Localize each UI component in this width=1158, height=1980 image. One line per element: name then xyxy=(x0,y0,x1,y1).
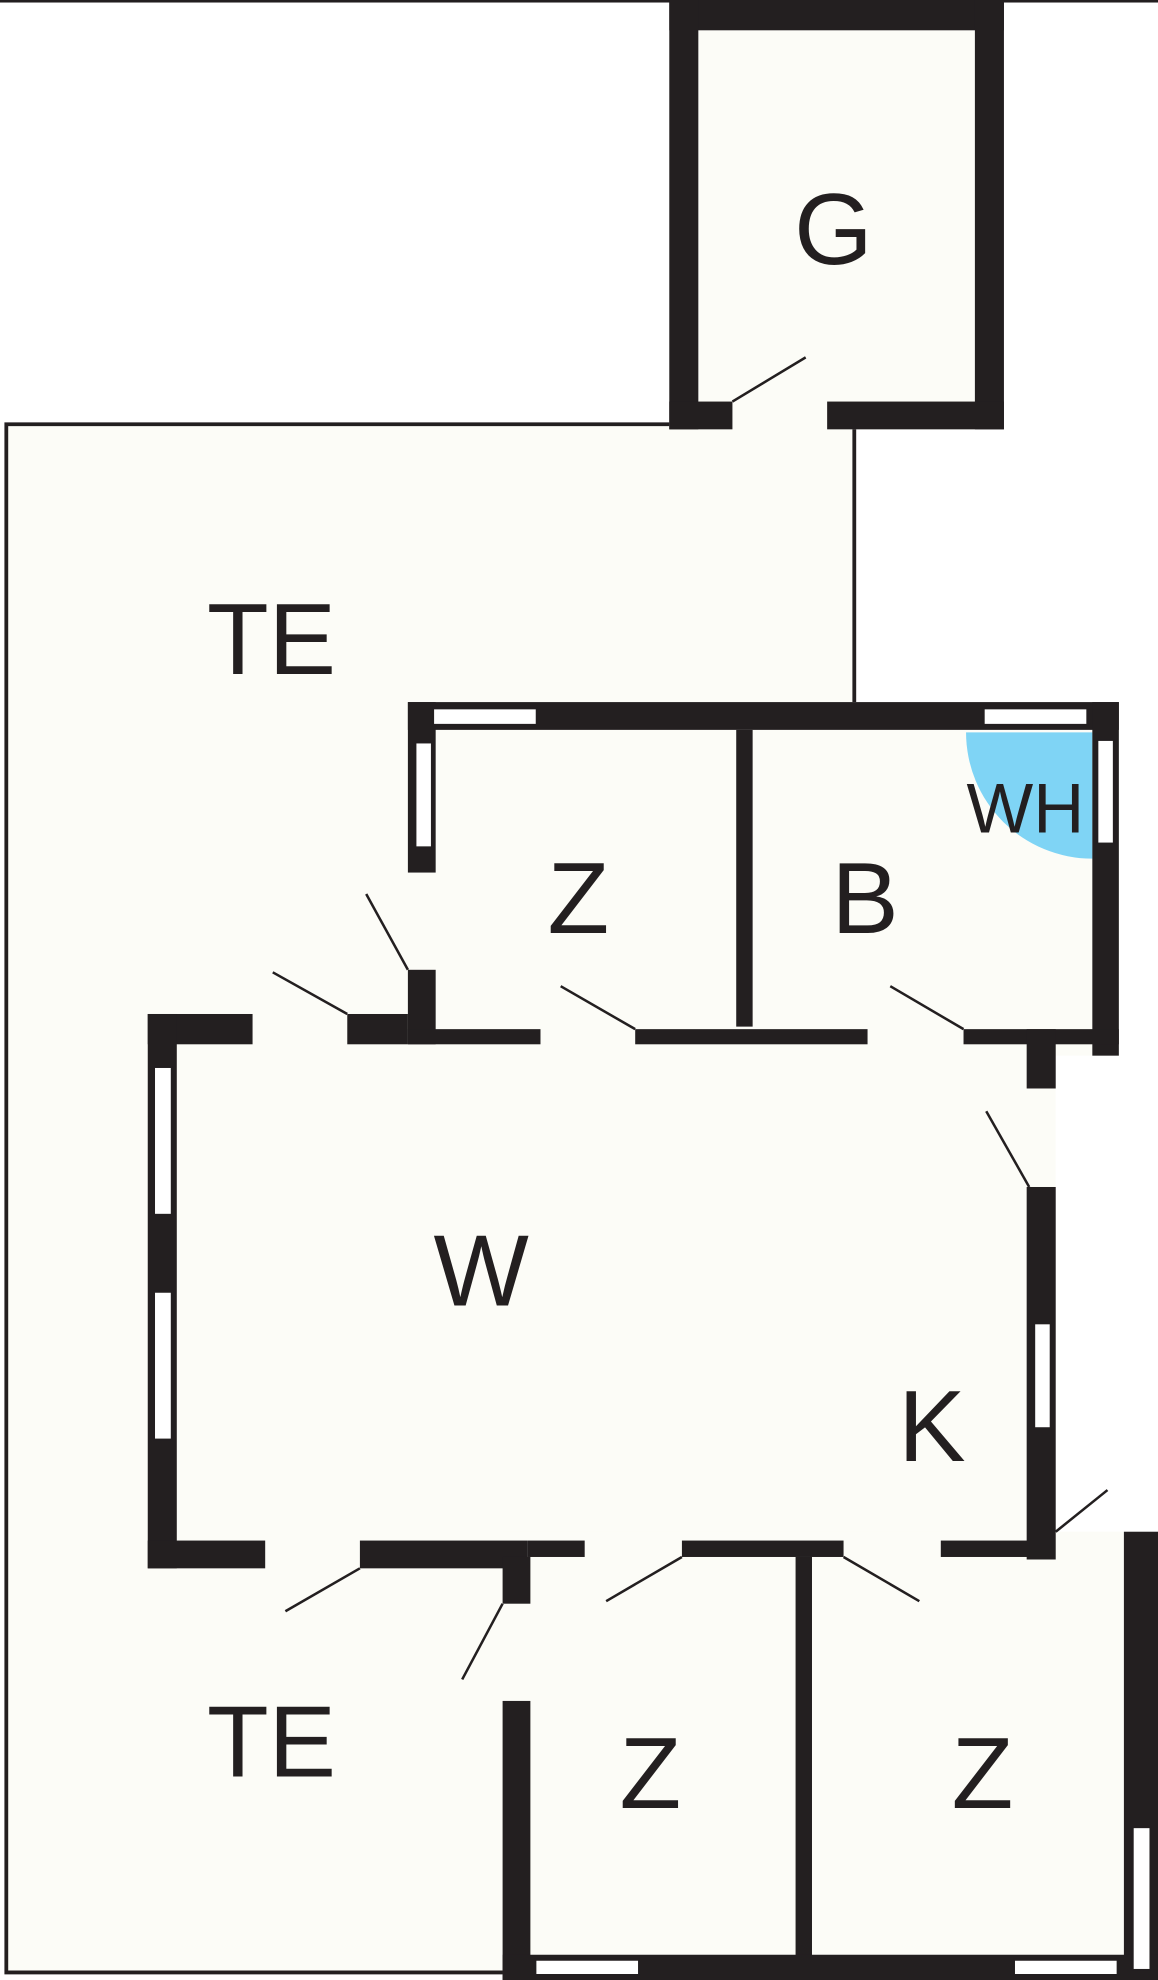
label-terrace-top: TE xyxy=(207,584,336,696)
label-bedroom-bottom-right: Z xyxy=(952,1718,1014,1830)
label-water-heater: WH xyxy=(967,769,1085,848)
label-kitchen: K xyxy=(898,1371,965,1483)
living-fill xyxy=(147,1013,1056,1569)
label-terrace-bottom: TE xyxy=(207,1687,336,1799)
divider-line xyxy=(852,429,857,703)
label-bathroom: B xyxy=(831,843,898,955)
water-heater-zone xyxy=(966,732,1093,859)
room-fills xyxy=(5,30,1158,1980)
top-border xyxy=(0,0,1158,3)
walls xyxy=(147,0,1158,1980)
label-garage: G xyxy=(794,174,873,286)
label-bedroom-bottom-left: Z xyxy=(619,1718,681,1830)
label-bedroom-top: Z xyxy=(548,843,610,955)
doors xyxy=(272,356,1109,1681)
label-living: W xyxy=(433,1216,528,1328)
windows xyxy=(153,707,1152,1976)
terrace-outline xyxy=(4,422,670,1975)
lower-block-fill xyxy=(502,1531,1158,1980)
garage-fill xyxy=(698,30,975,430)
